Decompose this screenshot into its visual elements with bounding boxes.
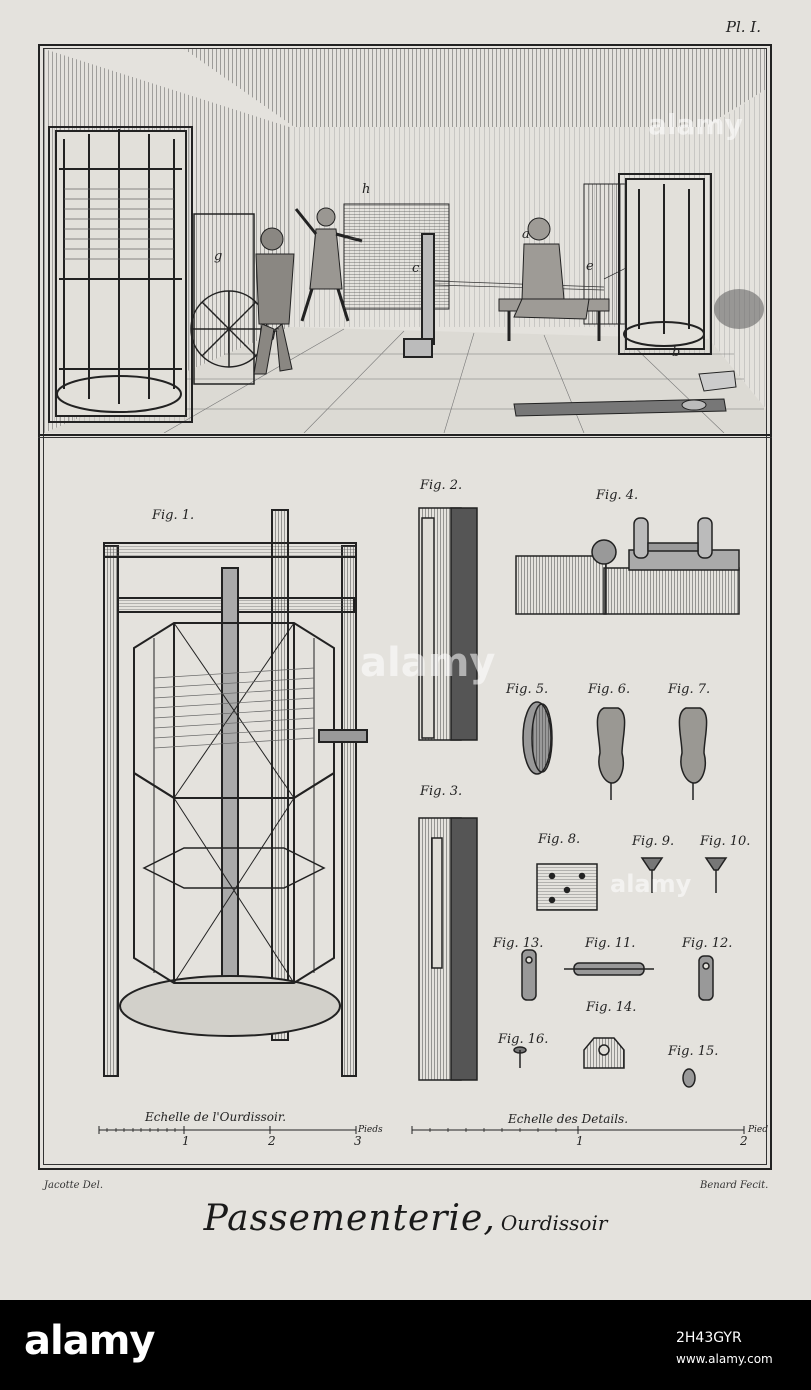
scale-left-tick-3: 3 — [354, 1134, 362, 1148]
plate-title-separator: , — [483, 1198, 496, 1239]
fig16-nail — [513, 1046, 527, 1068]
scene-letter-h: h — [362, 182, 371, 197]
scene-letter-f: f — [272, 327, 277, 342]
floor-plank — [513, 398, 727, 417]
spinning-wheel — [190, 213, 268, 385]
ceiling — [44, 49, 766, 127]
fig8-block — [536, 863, 598, 911]
worker-right — [498, 217, 610, 341]
scene-letter-b: b — [672, 345, 681, 360]
fig11-roller — [564, 962, 654, 976]
fig2-label: Fig. 2. — [420, 478, 463, 493]
scale-left-title: Echelle de l'Ourdissoir. — [145, 1110, 287, 1124]
fig14-label: Fig. 14. — [586, 1000, 637, 1015]
fig1-warping-mill — [103, 509, 368, 1077]
scale-left-tick-2: 2 — [268, 1134, 276, 1148]
fig5-pulley — [522, 701, 553, 775]
plate-title-main: Passementerie — [203, 1198, 484, 1239]
fig3-post — [418, 817, 478, 1081]
fig1-label: Fig. 1. — [152, 508, 195, 523]
scene-divider — [38, 434, 772, 438]
inner-frame — [43, 48, 767, 1165]
fig12-label: Fig. 12. — [682, 936, 733, 951]
credit-engraver: Benard Fecit. — [700, 1180, 769, 1191]
fig3-label: Fig. 3. — [420, 784, 463, 799]
scale-right-unit: Pied — [748, 1125, 769, 1135]
fig7-label: Fig. 7. — [668, 682, 711, 697]
right-wall — [709, 89, 766, 409]
scene-letter-c: c — [412, 261, 420, 276]
scale-bars — [98, 1126, 745, 1134]
scale-left-tick-1: 1 — [182, 1134, 190, 1148]
fig16-label: Fig. 16. — [498, 1032, 549, 1047]
plate-title: Passementerie, Ourdissoir — [0, 1198, 811, 1239]
fig7-handle — [678, 707, 708, 800]
fig1-threads — [153, 667, 315, 749]
scale-subticks — [106, 1128, 557, 1132]
worker-left — [253, 227, 295, 375]
fig6-handle — [596, 707, 626, 800]
fig15-label: Fig. 15. — [668, 1044, 719, 1059]
reel-post — [403, 233, 435, 358]
fig4-label: Fig. 4. — [596, 488, 639, 503]
fig4-assembly — [515, 517, 740, 615]
fig15-washer — [682, 1068, 696, 1088]
right-warping-mill — [618, 173, 712, 355]
fig9-label: Fig. 9. — [632, 834, 675, 849]
fig12-bracket — [698, 955, 714, 1001]
scene-letter-g: g — [214, 249, 223, 264]
fig5-label: Fig. 5. — [506, 682, 549, 697]
scale-left-unit: Pieds — [358, 1125, 383, 1135]
watermark-right: alamy — [610, 870, 692, 898]
scale-right-title: Echelle des Details. — [508, 1112, 629, 1126]
worker-center — [294, 207, 363, 322]
plate-title-sub: Ourdissoir — [500, 1211, 608, 1235]
figures-illustration — [98, 507, 745, 1134]
fig9-screw — [640, 857, 664, 893]
fig13-bracket — [521, 949, 537, 1001]
fig10-screw — [704, 857, 728, 893]
fig2-post — [418, 507, 478, 741]
scene-letter-e: e — [586, 259, 594, 274]
left-mill-threads — [64, 188, 174, 260]
watermark-top: alamy — [648, 108, 743, 141]
watermark-center: alamy — [360, 640, 496, 686]
fig13-label: Fig. 13. — [493, 936, 544, 951]
image-id: 2H43GYR — [676, 1330, 742, 1346]
engraving-plate: Pl. I. — [0, 18, 811, 1239]
credit-draughtsman: Jacotte Del. — [44, 1180, 104, 1191]
scale-right-tick-1: 1 — [576, 1134, 584, 1148]
workshop-scene: h a c g f e b — [44, 49, 766, 433]
fig11-label: Fig. 11. — [585, 936, 636, 951]
scene-letter-a: a — [522, 227, 530, 242]
scale-right-tick-2: 2 — [740, 1134, 748, 1148]
fig10-label: Fig. 10. — [700, 834, 751, 849]
stock-footer: alamy 2H43GYR www.alamy.com — [0, 1300, 811, 1390]
outer-frame — [38, 44, 772, 1170]
fig6-label: Fig. 6. — [588, 682, 631, 697]
plate-number: Pl. I. — [725, 18, 761, 36]
fig14-bearing — [583, 1037, 625, 1069]
fig8-label: Fig. 8. — [538, 832, 581, 847]
workshop-illustration — [44, 49, 766, 433]
alamy-logo: alamy — [24, 1318, 155, 1364]
site-url: www.alamy.com — [676, 1352, 773, 1366]
left-warping-mill — [48, 126, 193, 423]
